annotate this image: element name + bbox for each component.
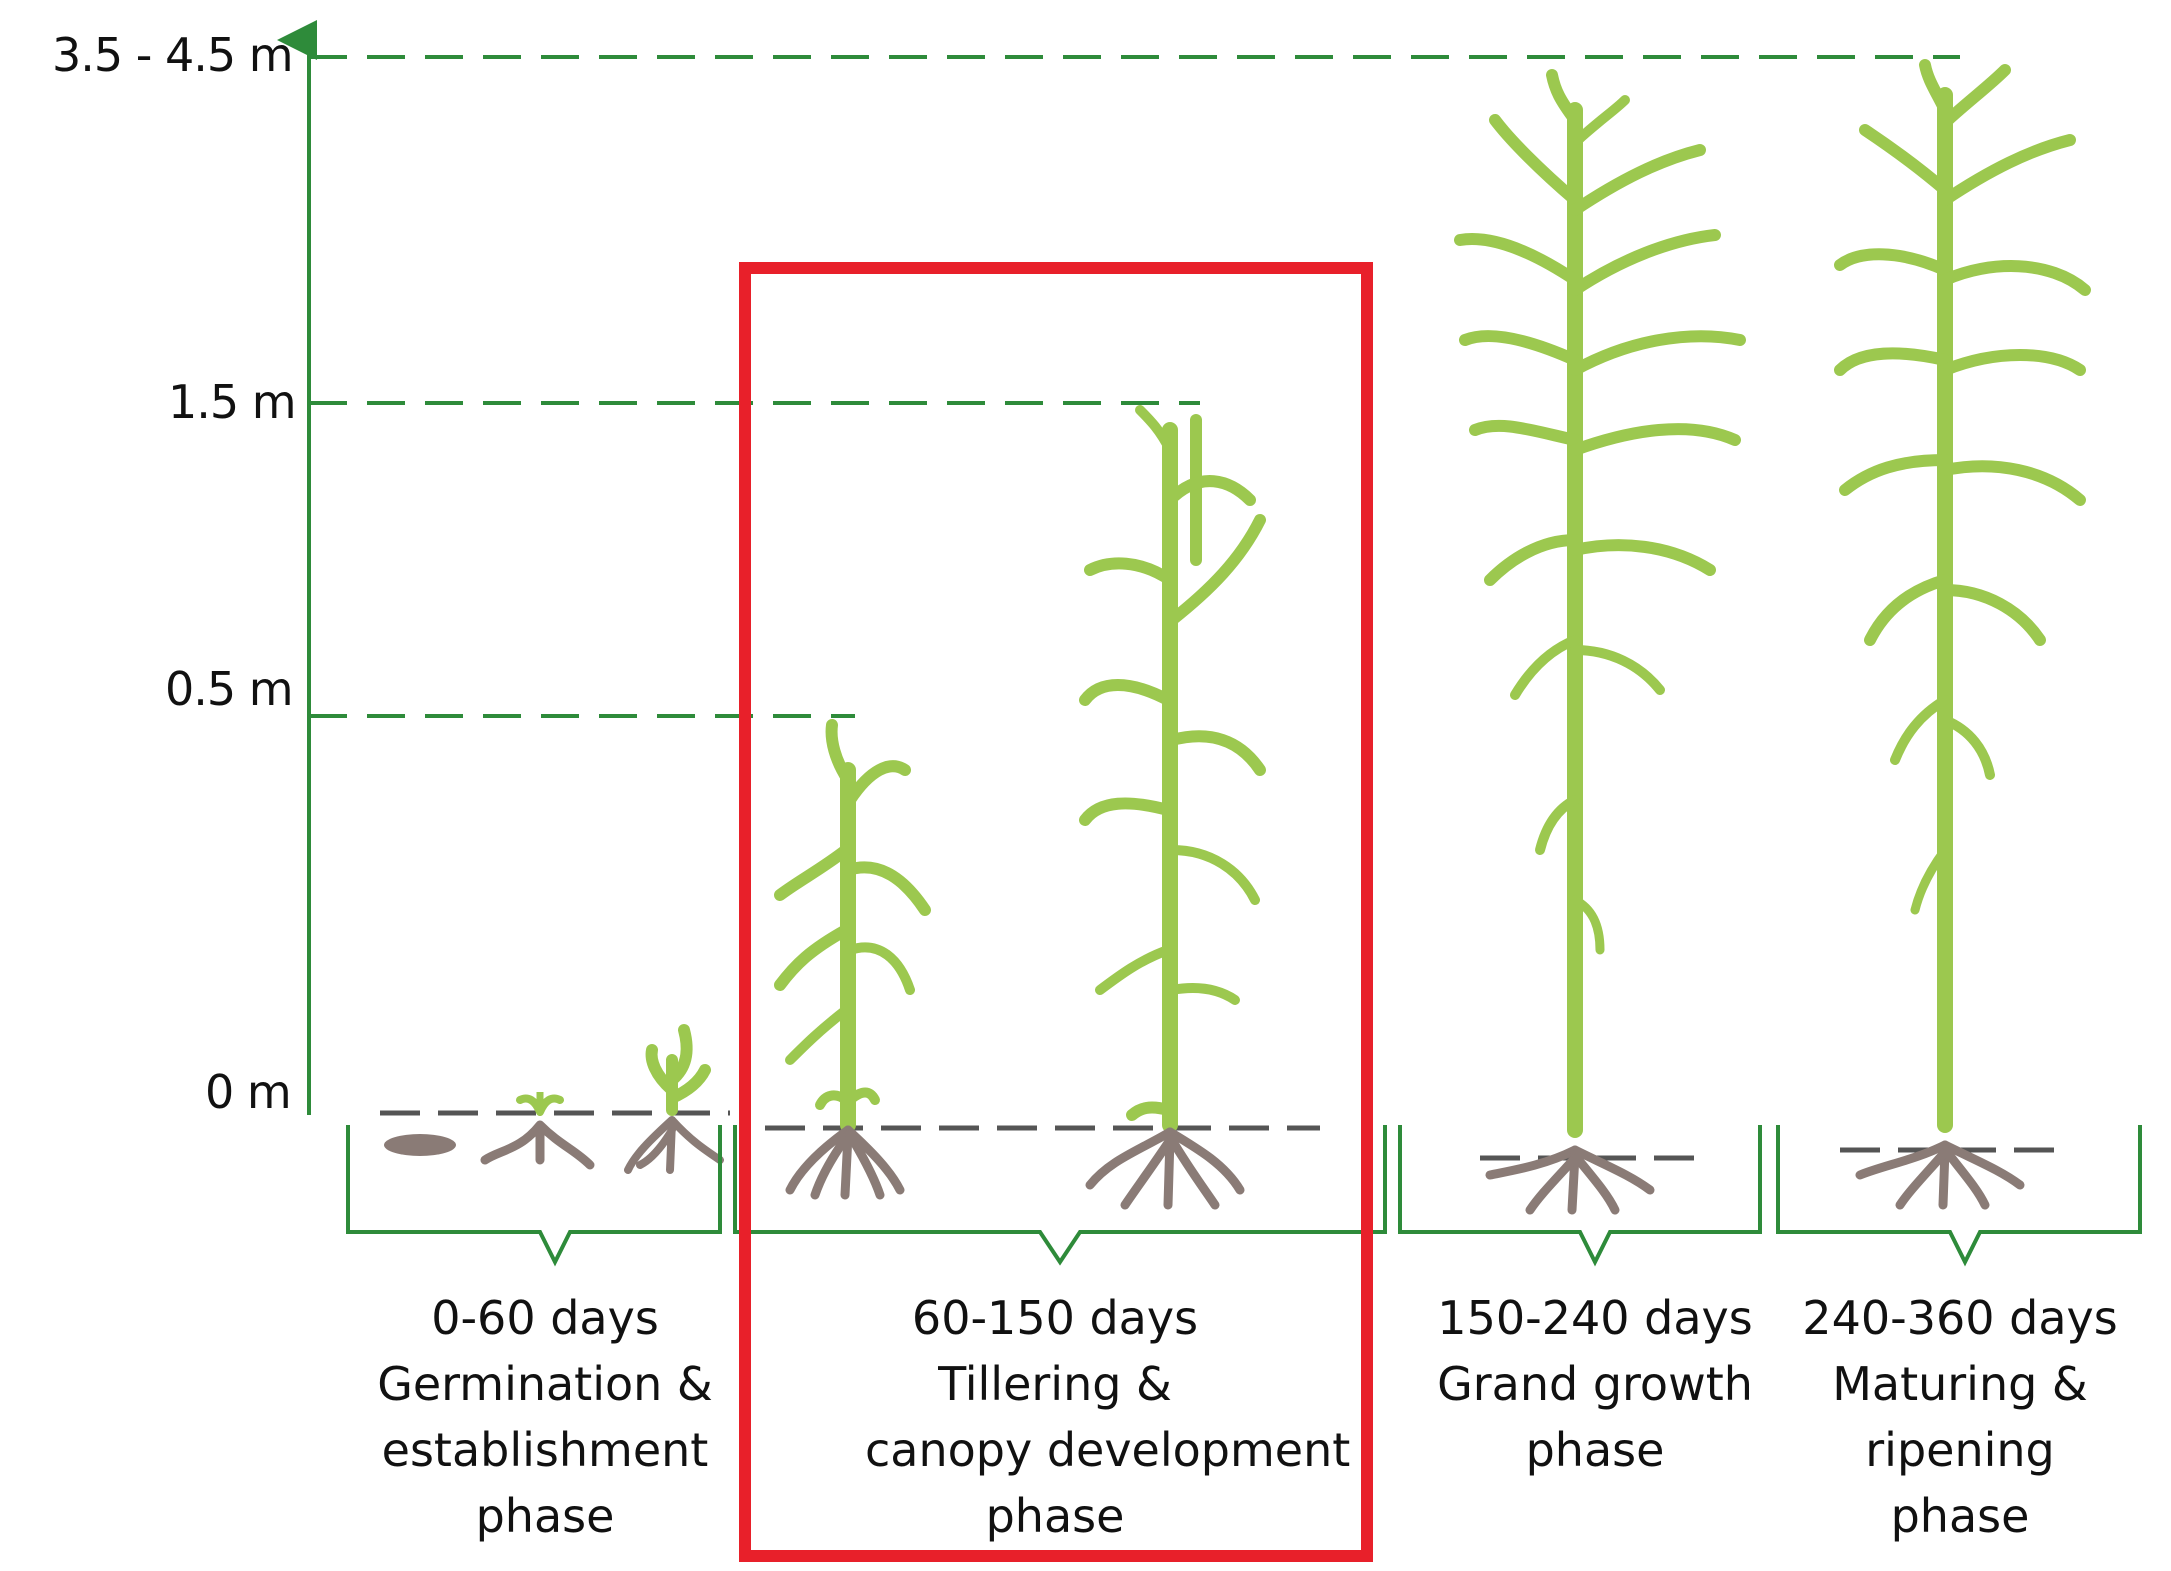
tillering-plant-large — [1079, 405, 1266, 1133]
bracket-phase-1 — [346, 1125, 722, 1267]
phase-name-line: Maturing & — [1832, 1357, 2088, 1411]
phase-name-line: establishment — [381, 1423, 709, 1477]
small-seedling — [480, 1092, 595, 1170]
phase-name-line: phase — [1890, 1489, 2030, 1543]
phase-days: 60-150 days — [911, 1291, 1199, 1345]
reference-lines — [309, 55, 1960, 718]
tillering-plants — [774, 405, 1266, 1210]
axis-label-0m: 0 m — [205, 1065, 292, 1119]
maturing-roots — [1855, 1140, 2025, 1210]
grand-growth-roots — [1485, 1145, 1655, 1215]
bracket-phase-4 — [1776, 1125, 2142, 1267]
highlight-box — [739, 262, 1373, 1562]
tillering-plant-large-roots — [1085, 1127, 1245, 1210]
phase-name-line: Grand growth — [1437, 1357, 1753, 1411]
tillering-plant-small — [774, 719, 931, 1133]
phase-label-germination: 0-60 days Germination & establishment ph… — [355, 1285, 735, 1549]
phase-days: 150-240 days — [1437, 1291, 1753, 1345]
phase-name-line: canopy development — [865, 1423, 1351, 1477]
young-seedling — [624, 1024, 724, 1174]
phase-days: 240-360 days — [1802, 1291, 2118, 1345]
seed — [384, 1134, 456, 1156]
axis-label-0-5m: 0.5 m — [165, 662, 294, 716]
phase-name-line: phase — [1525, 1423, 1665, 1477]
bracket-phase-2 — [733, 1125, 1387, 1266]
phase-name-line: ripening — [1865, 1423, 2055, 1477]
maturing-plant — [1834, 59, 2091, 1133]
bracket-phase-3 — [1398, 1125, 1762, 1267]
phase-name-line: phase — [985, 1489, 1125, 1543]
phase-label-grand-growth: 150-240 days Grand growth phase — [1405, 1285, 1785, 1483]
phase-name-line: Tillering & — [938, 1357, 1172, 1411]
axis-label-max: 3.5 - 4.5 m — [52, 28, 294, 82]
phase-days: 0-60 days — [431, 1291, 659, 1345]
tillering-plant-small-roots — [785, 1125, 905, 1200]
seedling-plants — [384, 1024, 724, 1174]
axis-label-1-5m: 1.5 m — [168, 375, 297, 429]
phase-label-maturing: 240-360 days Maturing & ripening phase — [1770, 1285, 2150, 1549]
phase-name-line: Germination & — [377, 1357, 713, 1411]
grand-growth-plant — [1454, 69, 1746, 1138]
phase-label-tillering: 60-150 days Tillering & canopy developme… — [865, 1285, 1351, 1549]
phase-brackets — [346, 1125, 2142, 1267]
phase-name-line: phase — [475, 1489, 615, 1543]
ground-lines — [380, 1110, 2065, 1161]
